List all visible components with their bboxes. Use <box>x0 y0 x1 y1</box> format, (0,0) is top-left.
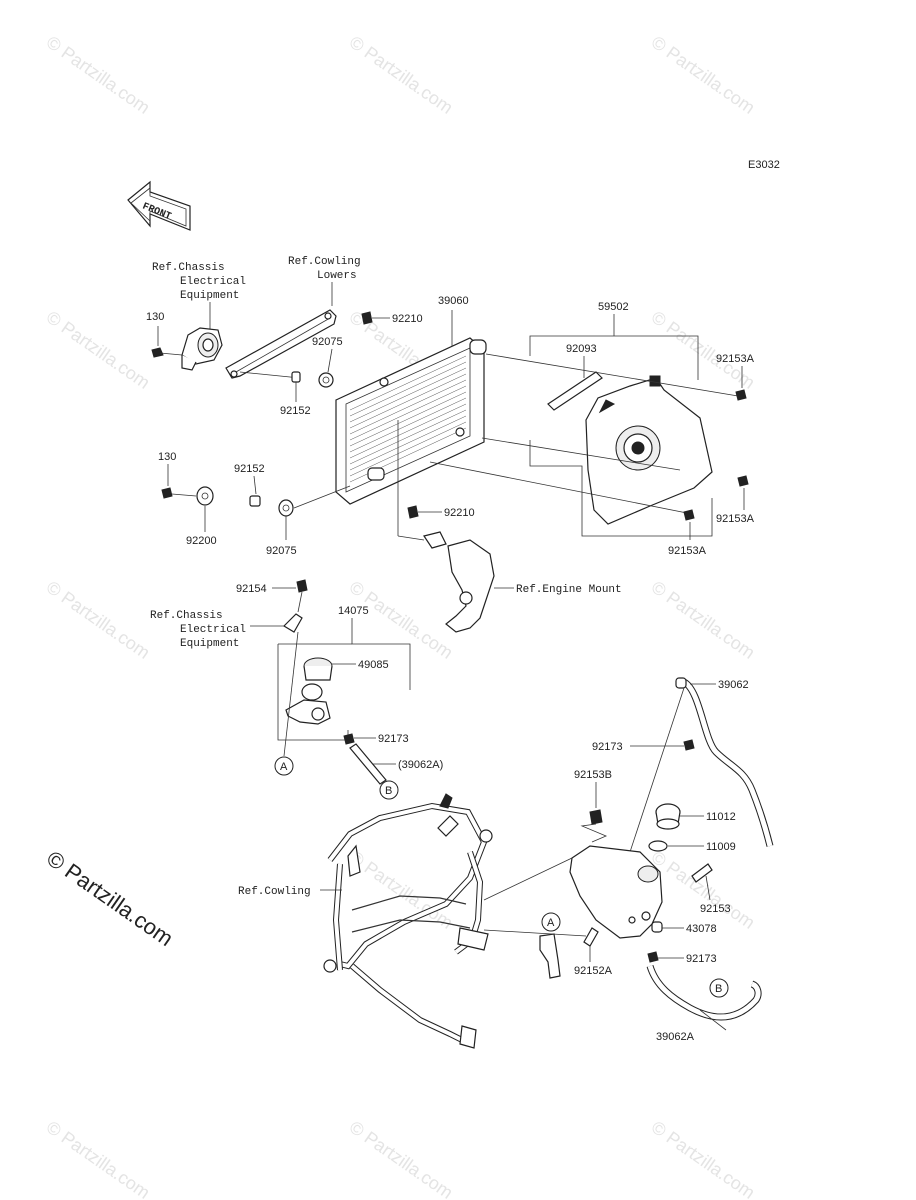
watermark: © Partzilla.com <box>346 577 457 663</box>
marker-b-1: B <box>385 785 392 797</box>
part-39062A-paren: (39062A) <box>398 759 443 771</box>
ref-cowling: Ref.Cowling <box>238 886 311 898</box>
part-92153: 92153 <box>700 903 731 915</box>
watermark: © Partzilla.com <box>648 847 759 933</box>
ref-engine-mount: Ref.Engine Mount <box>516 584 622 596</box>
part-92153B: 92153B <box>574 769 612 781</box>
hose-39062A <box>646 964 762 1021</box>
ref-chassis-2-line3: Equipment <box>180 638 239 650</box>
part-39060: 39060 <box>438 295 469 307</box>
part-39062A: 39062A <box>656 1031 695 1043</box>
watermark: © Partzilla.com <box>43 577 154 663</box>
ref-chassis-1-line2: Electrical <box>180 276 246 288</box>
hose-39062 <box>675 677 774 847</box>
ref-chassis-2-line1: Ref.Chassis <box>150 610 223 622</box>
marker-a-1: A <box>280 761 288 773</box>
watermark: © Partzilla.com <box>43 307 154 393</box>
ref-chassis-2-line2: Electrical <box>180 624 246 636</box>
marker-b-2: B <box>715 983 722 995</box>
fan-assembly <box>585 375 713 525</box>
part-92152b: 92152 <box>234 463 265 475</box>
part-49085: 49085 <box>358 659 389 671</box>
part-92173b: 92173 <box>592 741 623 753</box>
engine-mount-bracket <box>423 531 495 633</box>
part-92153A-2: 92153A <box>716 513 755 525</box>
reservoir-tank <box>569 845 663 939</box>
part-92210a: 92210 <box>392 313 423 325</box>
part-11009: 11009 <box>706 841 736 853</box>
part-130a: 130 <box>146 311 164 323</box>
part-92075b: 92075 <box>266 545 297 557</box>
ref-chassis-1-line1: Ref.Chassis <box>152 262 225 274</box>
radiator <box>335 337 487 505</box>
part-39062: 39062 <box>718 679 749 691</box>
part-92173a: 92173 <box>378 733 409 745</box>
part-11012: 11012 <box>706 811 736 823</box>
part-14075: 14075 <box>338 605 369 617</box>
watermark: © Partzilla.com <box>346 32 457 118</box>
watermark: © Partzilla.com <box>43 1117 154 1200</box>
watermark: © Partzilla.com <box>648 577 759 663</box>
horn-bracket <box>181 327 223 371</box>
part-43078: 43078 <box>686 923 717 935</box>
ref-cowling-lowers-line1: Ref.Cowling <box>288 256 361 268</box>
part-130b: 130 <box>158 451 176 463</box>
filler-neck <box>285 657 333 725</box>
part-92152A: 92152A <box>574 965 613 977</box>
part-92154: 92154 <box>236 583 267 595</box>
part-59502: 59502 <box>598 301 629 313</box>
watermark: © Partzilla.com <box>648 1117 759 1200</box>
part-92075a: 92075 <box>312 336 343 348</box>
diagram-code: E3032 <box>748 159 780 171</box>
cowling-frame <box>323 793 493 1049</box>
watermark: © Partzilla.com <box>648 32 759 118</box>
watermark: © Partzilla.com <box>43 32 154 118</box>
ref-chassis-1-line3: Equipment <box>180 290 239 302</box>
part-92093: 92093 <box>566 343 597 355</box>
watermark: © Partzilla.com <box>346 1117 457 1200</box>
reservoir-cap <box>655 803 681 830</box>
part-92152a: 92152 <box>280 405 311 417</box>
marker-a-2: A <box>547 917 555 929</box>
front-arrow-icon: FRONT <box>127 180 191 231</box>
long-bracket <box>225 309 337 379</box>
ref-cowling-lowers-line2: Lowers <box>317 270 357 282</box>
part-92173c: 92173 <box>686 953 717 965</box>
part-92200: 92200 <box>186 535 217 547</box>
part-92210b: 92210 <box>444 507 475 519</box>
part-92153A-3: 92153A <box>668 545 707 557</box>
part-92153A-1: 92153A <box>716 353 755 365</box>
watermark-large: © Partzilla.com <box>42 846 178 952</box>
